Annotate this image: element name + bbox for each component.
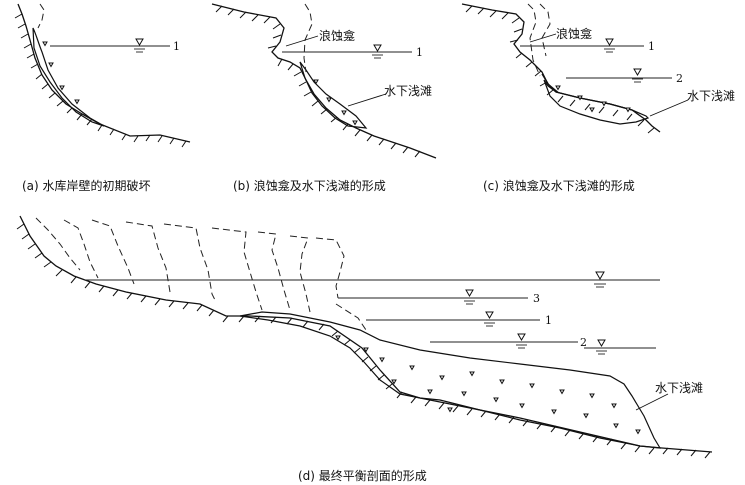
panel-b-ground-line — [211, 3, 437, 159]
panel-b-original-slope — [303, 3, 313, 73]
panel-a-level-1-label: 1 — [173, 40, 180, 53]
panel-b-deposit-triangles — [313, 79, 358, 126]
panel-d-top-water-symbol — [594, 271, 606, 288]
panel-d: 3 1 2 水下浅滩 (d) 最终平衡剖面的形成 — [16, 215, 713, 483]
panel-c: 1 2 浪蚀龛 水下浅滩 (c) 浪蚀龛及水下浅滩的形成 — [461, 3, 735, 193]
panel-d-bottom-water-symbol — [596, 339, 607, 355]
panel-c-notch-label: 浪蚀龛 — [556, 26, 592, 41]
panel-a-ground-hatch — [14, 13, 187, 148]
panel-b-caption: (b) 浪蚀龛及水下浅滩的形成 — [233, 178, 386, 193]
panel-c-original-slope-2 — [539, 3, 551, 57]
panel-b-water-symbol — [372, 44, 383, 59]
panel-d-caption: (d) 最终平衡剖面的形成 — [298, 468, 427, 483]
panel-c-ground-line — [461, 3, 661, 133]
panel-c-level-2-label: 2 — [676, 72, 683, 85]
panel-a-original-slope — [37, 3, 45, 29]
panel-b-ground-hatch — [215, 5, 421, 158]
panel-b-level-1-label: 1 — [416, 46, 423, 59]
panel-d-water-symbol-3 — [464, 289, 475, 305]
panel-a: 1 (a) 水库岸壁的初期破坏 — [14, 3, 191, 193]
panel-b-notch-label: 浪蚀龛 — [319, 28, 355, 43]
panel-b-shoal-label: 水下浅滩 — [384, 84, 432, 98]
panel-a-ground-line — [17, 3, 191, 143]
panel-c-deposit-triangles — [555, 85, 631, 113]
panel-b-deposit — [299, 61, 368, 129]
panel-d-water-symbol-1 — [484, 311, 495, 327]
panel-b: 1 浪蚀龛 水下浅滩 (b) 浪蚀龛及水下浅滩的形成 — [211, 3, 437, 193]
panel-a-deposit — [32, 27, 105, 127]
panel-d-level-3-label: 3 — [533, 292, 540, 305]
panel-d-level-1-label: 1 — [545, 314, 552, 327]
panel-d-old-profiles — [35, 217, 367, 331]
panel-c-caption: (c) 浪蚀龛及水下浅滩的形成 — [483, 178, 635, 193]
panel-d-ground-line — [19, 215, 713, 453]
panel-d-water-symbol-2 — [516, 333, 527, 349]
panel-d-ground-hatch — [16, 223, 711, 459]
panel-a-deposit-triangles — [42, 41, 80, 105]
panel-d-shoal-label: 水下浅滩 — [655, 381, 703, 395]
panel-c-ground-hatch — [465, 5, 655, 134]
panel-c-level-1-label: 1 — [648, 40, 655, 53]
panel-c-original-slope-1 — [527, 3, 541, 77]
panel-c-water-symbol-1 — [604, 38, 615, 53]
panel-d-level-2-label: 2 — [580, 336, 587, 349]
panel-c-shoal-label: 水下浅滩 — [687, 89, 735, 103]
panel-d-deposit — [239, 311, 662, 449]
panel-a-water-symbol — [134, 38, 145, 53]
panel-d-deposit-triangles — [335, 335, 641, 435]
panel-c-water-symbol-2 — [632, 68, 643, 83]
panel-a-caption: (a) 水库岸壁的初期破坏 — [22, 178, 151, 193]
